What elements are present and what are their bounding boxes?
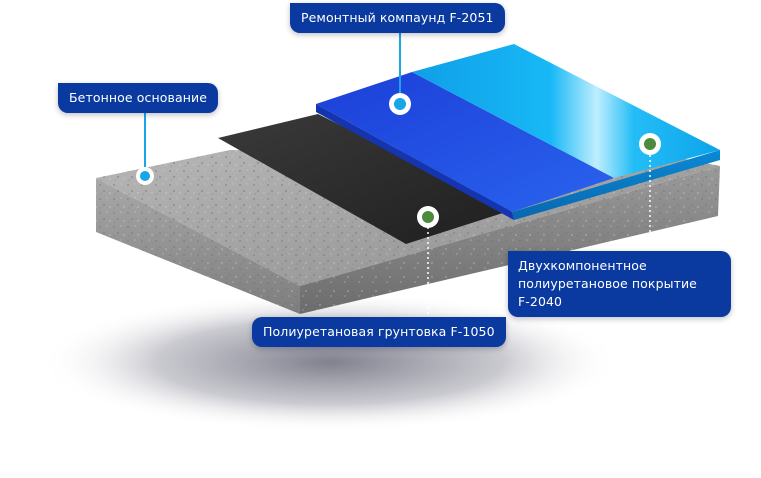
callout-primer-label: Полиуретановая грунтовка F-1050	[263, 324, 495, 339]
callout-concrete-label: Бетонное основание	[69, 90, 208, 105]
coating-layer-edge	[512, 150, 720, 220]
callout-repair-compound: Ремонтный компаунд F-2051	[290, 3, 505, 33]
callout-coating-line-2: полиуретановое покрытие	[518, 276, 697, 291]
marker-repair	[389, 93, 411, 115]
marker-primer	[417, 206, 439, 228]
marker-coating	[639, 133, 661, 155]
callout-coating: Двухкомпонентное полиуретановое покрытие…	[508, 251, 731, 317]
callout-repair-label: Ремонтный компаунд F-2051	[301, 10, 494, 25]
callout-concrete-base: Бетонное основание	[58, 83, 219, 113]
primer-layer	[218, 114, 512, 244]
callout-coating-line-3: F-2040	[518, 294, 563, 309]
callout-coating-line-1: Двухкомпонентное	[518, 258, 647, 273]
marker-concrete	[136, 167, 154, 185]
callout-primer: Полиуретановая грунтовка F-1050	[252, 317, 506, 347]
